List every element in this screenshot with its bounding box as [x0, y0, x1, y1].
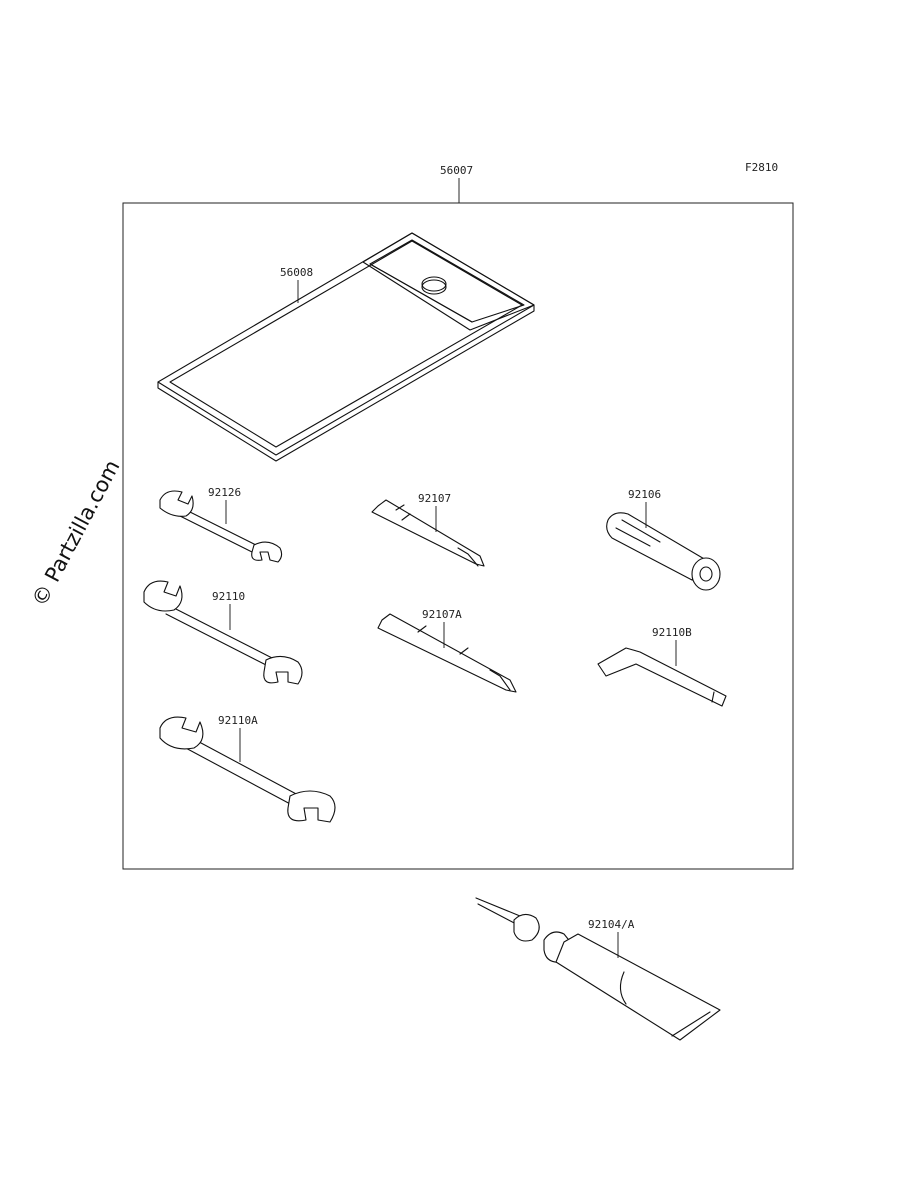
- callout-92107: 92107: [418, 492, 451, 505]
- callout-92110A: 92110A: [218, 714, 258, 727]
- hex-key-drawing: [597, 647, 727, 707]
- callout-92126: 92126: [208, 486, 241, 499]
- callout-92104-A: 92104/A: [588, 918, 635, 931]
- sealant-tube-drawing: [475, 897, 721, 1041]
- medium-wrench-drawing: [143, 580, 303, 685]
- callout-56007: 56007: [440, 164, 473, 177]
- partzilla-watermark: © Partzilla.com: [27, 456, 124, 610]
- callout-92106: 92106: [628, 488, 661, 501]
- combo-driver-drawing: [377, 613, 517, 693]
- phillips-driver-drawing: [371, 499, 485, 567]
- socket-grip-drawing: [606, 512, 721, 591]
- callout-92110B: 92110B: [652, 626, 692, 639]
- tool-kit-boundary: [122, 202, 794, 870]
- callout-56008: 56008: [280, 266, 313, 279]
- large-wrench-drawing: [159, 716, 336, 823]
- callout-92107A: 92107A: [422, 608, 462, 621]
- callout-92110: 92110: [212, 590, 245, 603]
- figure-code: F2810: [745, 161, 778, 174]
- small-wrench-drawing: [159, 490, 283, 563]
- tool-case-drawing: [157, 232, 535, 462]
